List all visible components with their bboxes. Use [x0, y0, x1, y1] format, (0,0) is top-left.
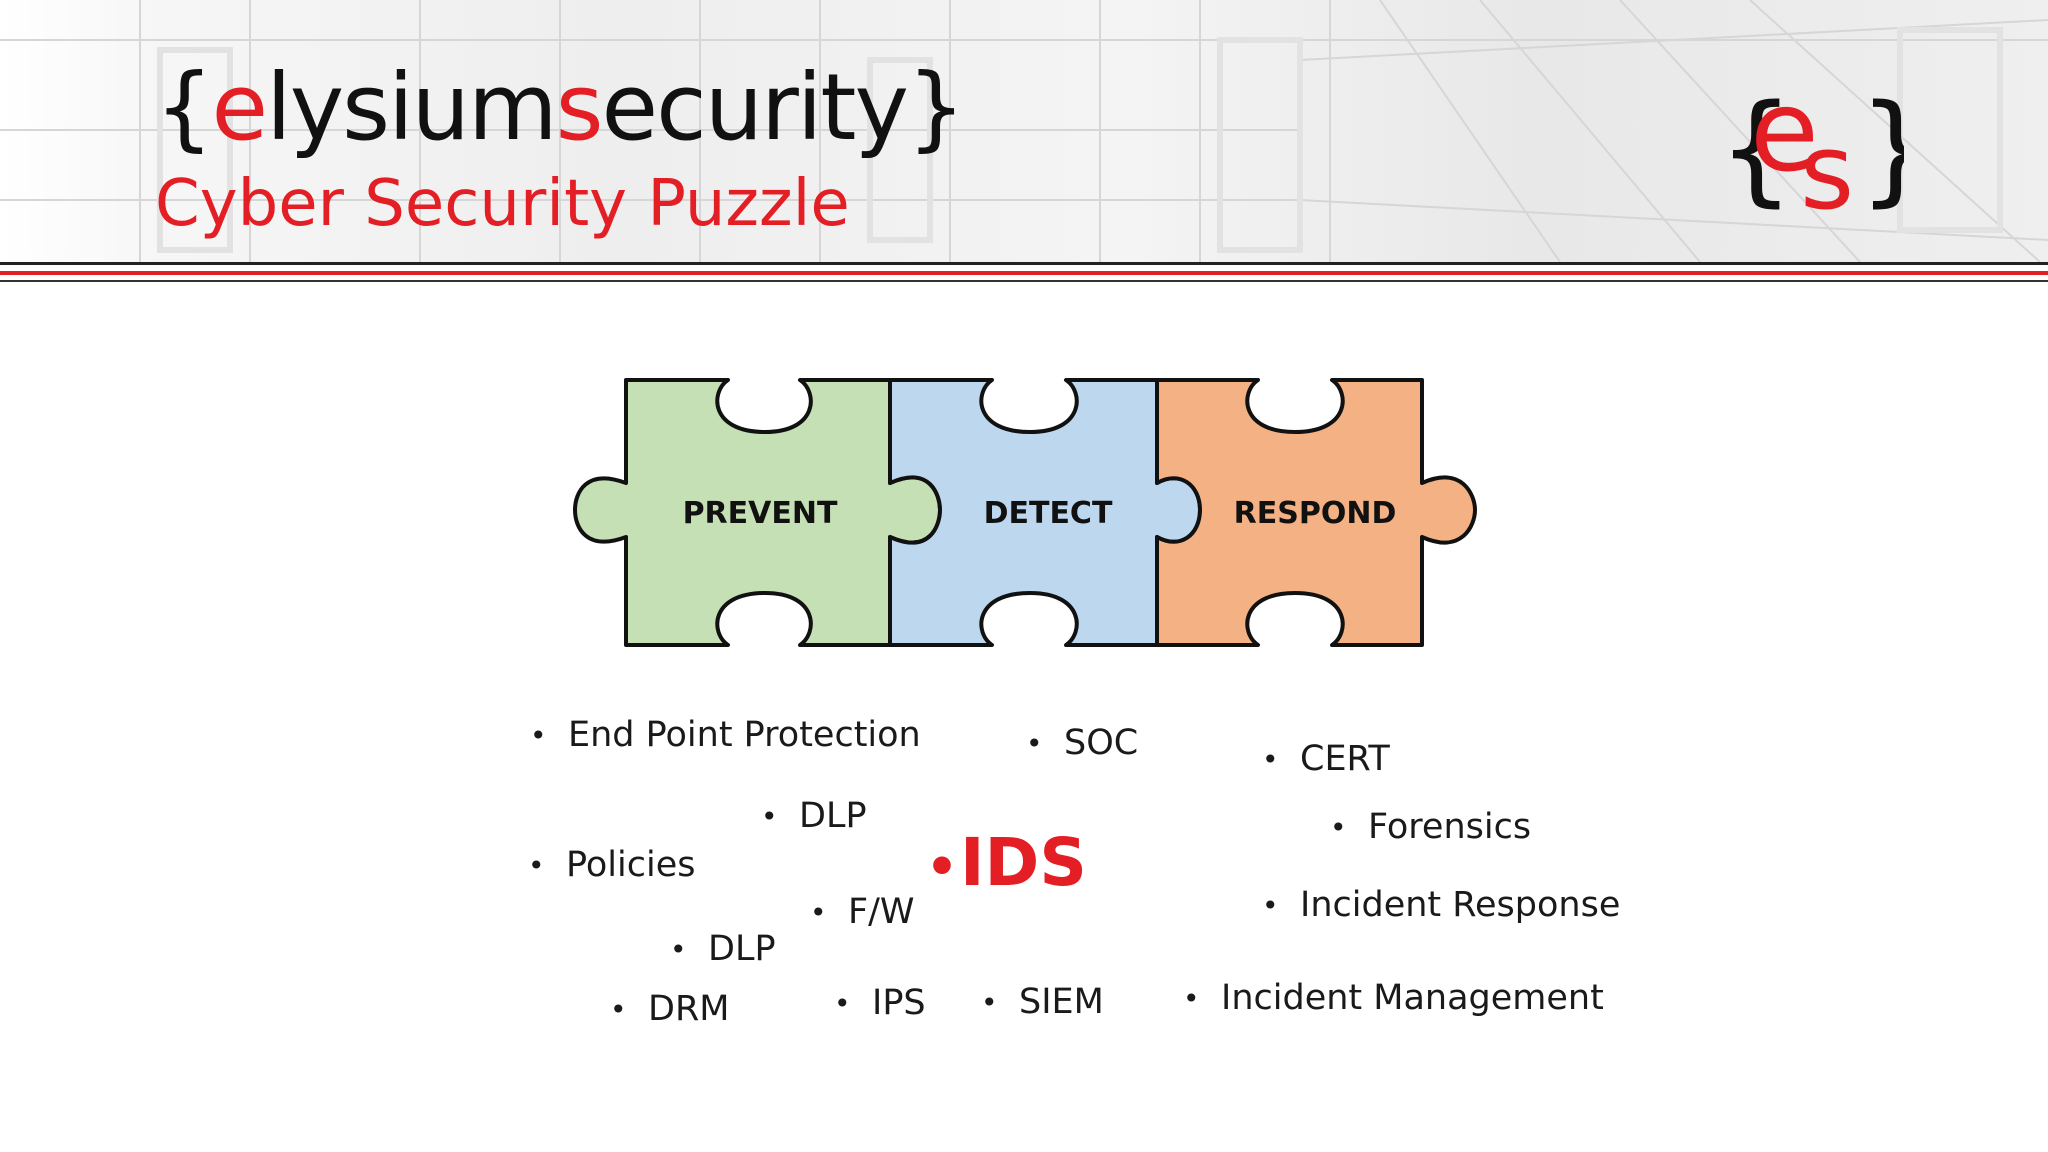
- bullet-icon: •: [1330, 811, 1347, 844]
- bullet-icon: •: [761, 800, 778, 833]
- list-item-label: Incident Management: [1221, 978, 1604, 1018]
- logo-close-brace: }: [1858, 80, 1904, 219]
- bullet-icon: •: [670, 933, 687, 966]
- list-item-label: IPS: [872, 983, 926, 1023]
- bullet-icon: •: [610, 993, 627, 1026]
- bullet-icon: •: [926, 837, 958, 896]
- brand-wordmark: {elysiumsecurity}: [155, 62, 965, 154]
- list-item-incident-management: • Incident Management: [1183, 981, 1604, 1016]
- header-background-sketch: [0, 0, 2048, 262]
- list-item-policies: • Policies: [528, 848, 695, 883]
- brand-open-brace: {: [155, 54, 214, 161]
- list-item-label: DRM: [648, 989, 730, 1029]
- list-item-ips: • IPS: [834, 986, 926, 1021]
- puzzle-label-respond: RESPOND: [1234, 496, 1397, 531]
- list-item-dlp-2: • DLP: [670, 932, 776, 967]
- list-item-end-point-protection: • End Point Protection: [530, 718, 921, 753]
- list-item-label: SOC: [1064, 723, 1139, 763]
- list-item-label: End Point Protection: [568, 715, 921, 755]
- bullet-icon: •: [810, 896, 827, 929]
- list-item-label: SIEM: [1019, 982, 1104, 1022]
- slide-subtitle: Cyber Security Puzzle: [155, 167, 850, 241]
- list-item-label: Policies: [566, 845, 696, 885]
- bullet-icon: •: [981, 986, 998, 1019]
- brand-text-ecurity: ecurity: [601, 54, 909, 161]
- corridor-sketch-illustration: [0, 0, 2048, 262]
- list-item-label: Incident Response: [1300, 885, 1621, 925]
- logo-letter-e: e: [1750, 78, 1819, 197]
- list-item-soc: • SOC: [1026, 726, 1138, 761]
- brand-letter-e: e: [211, 54, 269, 161]
- list-item-incident-response: • Incident Response: [1262, 888, 1620, 923]
- list-item-label: CERT: [1300, 739, 1390, 779]
- logo-open-brace: {: [1718, 80, 1794, 219]
- header-divider-red: [0, 271, 2048, 275]
- puzzle-label-detect: DETECT: [984, 496, 1113, 531]
- bullet-icon: •: [1262, 743, 1279, 776]
- list-item-dlp-1: • DLP: [761, 799, 867, 834]
- list-item-forensics: • Forensics: [1330, 810, 1531, 845]
- list-item-label: F/W: [848, 892, 915, 932]
- brand-close-brace: }: [906, 54, 966, 161]
- bullet-icon: •: [530, 719, 547, 752]
- puzzle-label-prevent: PREVENT: [683, 496, 838, 531]
- puzzle-diagram: PREVENT DETECT RESPOND: [573, 378, 1477, 647]
- list-item-ids-highlighted: •IDS: [926, 830, 1087, 896]
- header-divider-black-top: [0, 262, 2048, 265]
- puzzle-piece-detect: [888, 378, 1202, 647]
- list-item-cert: • CERT: [1262, 742, 1390, 777]
- brand-letter-s: s: [555, 54, 604, 161]
- list-item-siem: • SIEM: [981, 985, 1104, 1020]
- bullet-icon: •: [528, 849, 545, 882]
- bullet-icon: •: [834, 987, 851, 1020]
- es-logo-icon: { e s }: [1718, 78, 1904, 224]
- list-item-label: DLP: [799, 796, 867, 836]
- list-item-fw: • F/W: [810, 895, 915, 930]
- list-item-label: Forensics: [1368, 807, 1532, 847]
- list-item-label: IDS: [960, 824, 1087, 901]
- list-item-label: DLP: [708, 929, 776, 969]
- header-divider-black-bottom: [0, 280, 2048, 282]
- puzzle-piece-respond: [1155, 378, 1477, 647]
- bullet-icon: •: [1262, 889, 1279, 922]
- logo-letter-s: s: [1800, 111, 1854, 224]
- list-item-drm: • DRM: [610, 992, 729, 1027]
- bullet-icon: •: [1026, 727, 1043, 760]
- brand-text-lysium: lysium: [266, 54, 557, 161]
- bullet-icon: •: [1183, 982, 1200, 1015]
